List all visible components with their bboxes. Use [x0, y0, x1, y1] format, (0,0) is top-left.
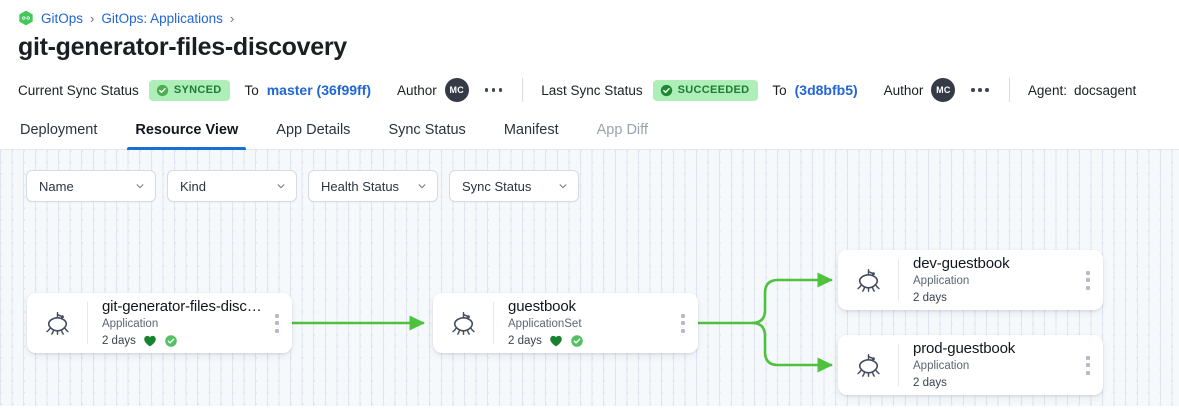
node-meta: 2 days	[913, 375, 1073, 392]
current-sync-more-menu[interactable]	[483, 84, 505, 96]
divider-2	[1008, 78, 1010, 102]
gitops-logo-icon	[19, 10, 33, 26]
filter-name-select[interactable]: Name	[26, 170, 156, 202]
node-divider	[87, 302, 88, 344]
graph-node-guestbook[interactable]: guestbook ApplicationSet 2 days	[433, 293, 698, 353]
status-bar: Current Sync Status SYNCED To master (36…	[0, 62, 1179, 106]
filter-health-status-label: Health Status	[321, 178, 400, 194]
breadcrumb-item-gitops[interactable]: GitOps	[41, 10, 84, 26]
node-body: git-generator-files-disco… Application 2…	[88, 297, 262, 350]
chevron-down-icon	[559, 184, 567, 189]
node-body: dev-guestbook Application 2 days	[899, 254, 1073, 307]
tab-resource-view[interactable]: Resource View	[116, 122, 257, 150]
resource-graph-canvas[interactable]: Name Kind Health Status Sync Status	[0, 150, 1179, 406]
node-more-menu[interactable]	[1073, 250, 1103, 310]
filter-kind-label: Kind	[180, 178, 207, 194]
node-more-menu[interactable]	[1073, 335, 1103, 395]
last-author-avatar[interactable]: MC	[931, 78, 956, 102]
chevron-down-icon	[136, 184, 144, 189]
node-divider	[898, 259, 899, 301]
graph-node-git-generator-files-discovery[interactable]: git-generator-files-disco… Application 2…	[27, 293, 292, 353]
breadcrumb: GitOps › GitOps: Applications ›	[0, 0, 1179, 26]
node-title: guestbook	[508, 297, 576, 315]
sync-check-icon	[571, 335, 583, 347]
filter-sync-status-select[interactable]: Sync Status	[449, 170, 579, 202]
node-more-menu[interactable]	[262, 293, 292, 353]
node-age: 2 days	[508, 334, 542, 347]
node-age: 2 days	[913, 291, 947, 304]
node-meta: 2 days	[102, 333, 262, 350]
health-heart-icon	[144, 335, 156, 347]
filter-kind-select[interactable]: Kind	[167, 170, 297, 202]
argo-application-icon	[433, 310, 493, 337]
node-divider	[493, 302, 494, 344]
filter-health-status-select[interactable]: Health Status	[308, 170, 438, 202]
edge-appset-to-prod	[751, 321, 834, 373]
page-title: git-generator-files-discovery	[18, 33, 347, 61]
node-meta: 2 days	[913, 290, 1073, 307]
node-kind: ApplicationSet	[508, 317, 582, 330]
breadcrumb-separator-2: ›	[229, 10, 235, 26]
last-author-label: Author	[883, 82, 924, 98]
chevron-down-icon	[277, 184, 285, 189]
node-body: prod-guestbook Application 2 days	[899, 339, 1073, 392]
current-author-avatar[interactable]: MC	[444, 78, 469, 102]
breadcrumb-separator: ›	[90, 10, 95, 26]
argo-application-icon	[838, 352, 898, 379]
node-kind: Application	[913, 274, 970, 287]
last-sync-status-label: Last Sync Status	[541, 82, 643, 98]
agent-value: docsagent	[1073, 82, 1137, 98]
graph-node-dev-guestbook[interactable]: dev-guestbook Application 2 days	[838, 250, 1103, 310]
node-age: 2 days	[913, 376, 947, 389]
tab-sync-status[interactable]: Sync Status	[388, 122, 466, 138]
current-author-label: Author	[397, 82, 437, 98]
current-sync-status-label: Current Sync Status	[18, 82, 139, 98]
tab-manifest[interactable]: Manifest	[503, 122, 559, 138]
argo-application-icon	[838, 267, 898, 294]
last-to-label: To	[772, 82, 787, 98]
check-circle-icon	[156, 84, 168, 96]
current-revision-link[interactable]: master (36f99ff)	[266, 82, 371, 98]
node-kind: Application	[913, 359, 970, 372]
tab-app-details[interactable]: App Details	[276, 122, 351, 138]
health-heart-icon	[550, 335, 562, 347]
argo-application-icon	[27, 310, 87, 337]
tab-bar: Deployment Resource View App Details Syn…	[0, 112, 1179, 150]
breadcrumb-item-gitops-applications[interactable]: GitOps: Applications	[101, 10, 223, 26]
divider	[522, 78, 524, 102]
node-title: prod-guestbook	[913, 339, 1016, 357]
filter-bar: Name Kind Health Status Sync Status	[0, 150, 579, 202]
last-sync-status-badge-text: SUCCEEDED	[677, 84, 750, 96]
chevron-down-icon	[418, 184, 426, 189]
graph-node-prod-guestbook[interactable]: prod-guestbook Application 2 days	[838, 335, 1103, 395]
current-sync-status-badge[interactable]: SYNCED	[148, 79, 231, 101]
node-divider	[898, 344, 899, 386]
filter-name-label: Name	[39, 178, 74, 194]
filter-sync-status-label: Sync Status	[462, 178, 532, 194]
tab-app-diff: App Diff	[596, 122, 648, 138]
node-age: 2 days	[101, 334, 136, 347]
agent-label: Agent:	[1027, 82, 1067, 98]
check-circle-filled-icon	[660, 84, 672, 96]
node-kind: Application	[101, 317, 159, 330]
node-more-menu[interactable]	[668, 293, 698, 353]
node-title: git-generator-files-disco…	[101, 297, 262, 315]
tab-deployment[interactable]: Deployment	[20, 122, 98, 138]
last-revision-link[interactable]: (3d8bfb5)	[794, 82, 858, 98]
current-to-label: To	[244, 82, 259, 98]
last-sync-status-badge[interactable]: SUCCEEDED	[652, 79, 759, 101]
current-sync-status-badge-text: SYNCED	[173, 84, 222, 96]
node-title: dev-guestbook	[913, 254, 1010, 272]
edge-appset-to-dev	[751, 272, 834, 325]
sync-check-icon	[165, 335, 177, 347]
last-sync-more-menu[interactable]	[969, 84, 991, 96]
node-meta: 2 days	[508, 333, 668, 350]
node-body: guestbook ApplicationSet 2 days	[494, 297, 668, 350]
